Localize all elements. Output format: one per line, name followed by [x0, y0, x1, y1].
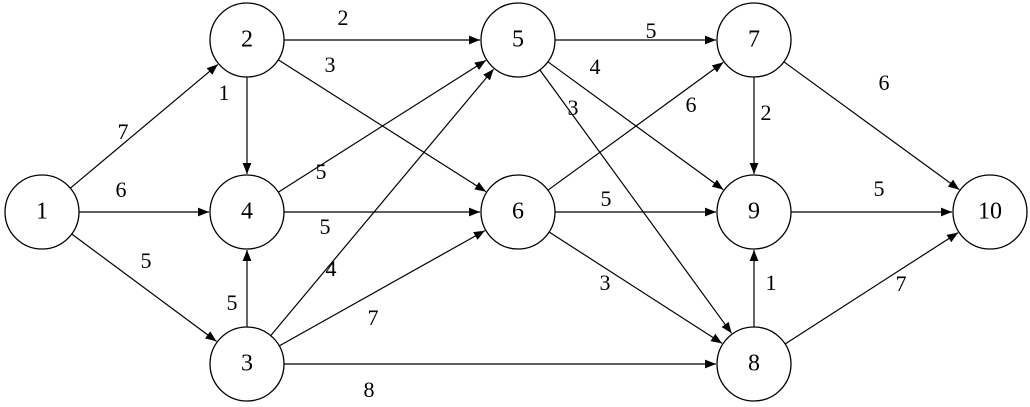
- node-3: 3: [209, 326, 285, 402]
- edge-8-to-10: [784, 232, 959, 345]
- edge-6-to-8: [548, 231, 723, 344]
- edge-1-to-3: [71, 233, 217, 342]
- node-circle: [4, 174, 80, 250]
- node-label: 1: [36, 199, 48, 225]
- edge-5-to-8: [539, 69, 733, 334]
- edge-weight-2-4: 1: [219, 80, 230, 105]
- node-label: 10: [978, 199, 1002, 225]
- node-label: 4: [241, 199, 253, 225]
- edge-weight-7-9: 2: [761, 100, 772, 125]
- node-8: 8: [716, 326, 792, 402]
- edge-weight-4-6: 5: [320, 214, 331, 239]
- edge-weight-8-9: 1: [766, 270, 777, 295]
- edge-1-to-2: [69, 63, 219, 189]
- edge-3-to-5: [270, 68, 495, 336]
- edge-weight-1-4: 6: [116, 177, 127, 202]
- edge-weight-3-8: 8: [364, 377, 375, 402]
- edge-weight-6-8: 3: [600, 270, 611, 295]
- edge-weight-3-5: 4: [326, 256, 337, 281]
- edge-weight-6-9: 5: [601, 186, 612, 211]
- node-label: 8: [748, 351, 760, 377]
- node-circle: [209, 174, 285, 250]
- node-label: 3: [241, 351, 253, 377]
- node-5: 5: [480, 2, 556, 78]
- node-1: 1: [4, 174, 80, 250]
- edge-weight-2-5: 2: [338, 5, 349, 30]
- node-circle: [716, 174, 792, 250]
- node-10: 10: [952, 174, 1028, 250]
- edge-weight-9-10: 5: [874, 176, 885, 201]
- node-label: 9: [748, 199, 760, 225]
- edge-weight-5-7: 5: [646, 18, 657, 43]
- node-label: 5: [512, 27, 524, 53]
- edge-weight-4-5: 5: [316, 159, 327, 184]
- node-9: 9: [716, 174, 792, 250]
- edge-weight-3-6: 7: [368, 305, 379, 330]
- edge-weight-3-4: 5: [227, 290, 238, 315]
- edge-weight-7-10: 6: [879, 70, 890, 95]
- edge-weight-1-2: 7: [118, 119, 129, 144]
- edge-3-to-6: [279, 230, 486, 347]
- node-circle: [716, 2, 792, 78]
- node-circle: [209, 2, 285, 78]
- edge-6-to-7: [547, 61, 724, 191]
- node-circle: [716, 326, 792, 402]
- node-label: 6: [512, 199, 524, 225]
- node-circle: [480, 174, 556, 250]
- node-6: 6: [480, 174, 556, 250]
- node-circle: [209, 326, 285, 402]
- edge-weight-2-6: 3: [325, 52, 336, 77]
- node-circle: [952, 174, 1028, 250]
- edge-weight-1-3: 5: [141, 248, 152, 273]
- edge-weight-5-8: 3: [568, 95, 579, 120]
- node-4: 4: [209, 174, 285, 250]
- node-circle: [480, 2, 556, 78]
- edge-weight-5-9: 4: [590, 54, 601, 79]
- edge-weight-8-10: 7: [896, 271, 907, 296]
- edge-7-to-10: [783, 61, 960, 191]
- node-label: 2: [241, 27, 253, 53]
- edge-4-to-5: [277, 59, 487, 193]
- node-label: 7: [748, 27, 760, 53]
- edges-layer: [69, 35, 960, 369]
- node-2: 2: [209, 2, 285, 78]
- node-7: 7: [716, 2, 792, 78]
- edge-weight-6-7: 6: [686, 92, 697, 117]
